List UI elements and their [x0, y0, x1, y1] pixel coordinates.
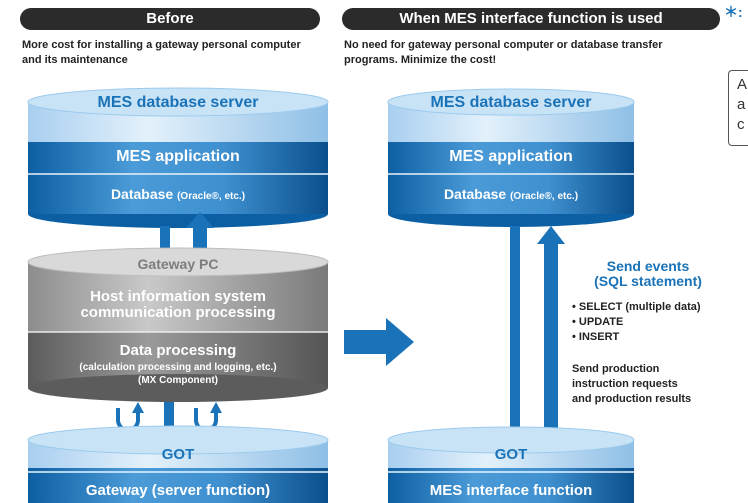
before-down-connector — [160, 226, 170, 258]
before-server-title-text: MES database server — [97, 94, 259, 111]
send-production-line: Send production — [572, 363, 660, 375]
before-database-label: Database — [110, 186, 178, 202]
side-note-line: a — [737, 96, 746, 113]
before-database-note: (Oracle®, etc.) — [177, 191, 246, 202]
sql-bullet: • UPDATE — [572, 316, 624, 328]
before-host-info: Host information system communication pr… — [80, 288, 276, 321]
before-data-processing-sub1: (calculation processing and logging, etc… — [79, 362, 277, 373]
send-events-heading: Send events (SQL statement) — [578, 259, 718, 289]
before-title-pill: Before — [20, 8, 320, 30]
send-events-line2: (SQL statement) — [594, 273, 702, 289]
after-note: No need for gateway personal computer or… — [344, 39, 663, 66]
send-production-line: and production results — [572, 393, 692, 405]
after-server-title-text: MES database server — [430, 94, 592, 111]
asterisk-marker: ＊: — [724, 4, 743, 20]
before-data-processing: Data processing — [119, 342, 237, 359]
send-production-text: Send production instruction requests and… — [572, 362, 748, 407]
side-note-box: A a c — [728, 70, 748, 146]
before-database: Database (Oracle®, etc.) — [28, 186, 328, 202]
send-production-line: instruction requests — [572, 378, 678, 390]
after-title-pill: When MES interface function is used — [342, 8, 720, 30]
before-note: More cost for installing a gateway perso… — [22, 39, 301, 66]
after-database-note: (Oracle®, etc.) — [510, 191, 579, 202]
send-events-line1: Send events — [606, 258, 690, 274]
before-gateway-function: Gateway (server function) — [85, 482, 271, 499]
before-up-arrow — [186, 212, 214, 258]
after-mes-application: MES application — [449, 148, 573, 165]
after-server-stack — [387, 88, 635, 227]
after-server-title: MES database server — [388, 95, 634, 111]
sql-bullet: • SELECT (multiple data) — [572, 301, 701, 313]
before-gateway-stack — [27, 247, 329, 402]
after-database: Database (Oracle®, etc.) — [388, 186, 634, 202]
after-mes-interface: MES interface function — [429, 482, 593, 499]
transition-arrow — [344, 318, 414, 366]
before-got-connector — [164, 402, 174, 438]
side-note-line: A — [737, 76, 748, 93]
after-got-stack — [387, 426, 635, 503]
before-server-stack — [27, 87, 329, 228]
side-note-line: c — [737, 116, 745, 133]
before-gateway-pc: Gateway PC — [137, 256, 219, 272]
after-database-label: Database — [443, 186, 511, 202]
before-data-processing-sub2: (MX Component) — [138, 375, 218, 386]
before-server-title: MES database server — [28, 95, 328, 111]
after-down-connector — [510, 226, 520, 438]
after-up-arrow — [537, 226, 565, 438]
before-got-label: GOT — [161, 446, 195, 463]
before-got-stack — [27, 425, 329, 503]
sql-bullet: • INSERT — [572, 331, 620, 343]
sql-bullet-list: • SELECT (multiple data) • UPDATE • INSE… — [572, 300, 748, 345]
after-got-label: GOT — [494, 446, 528, 463]
before-mes-application: MES application — [116, 148, 240, 165]
